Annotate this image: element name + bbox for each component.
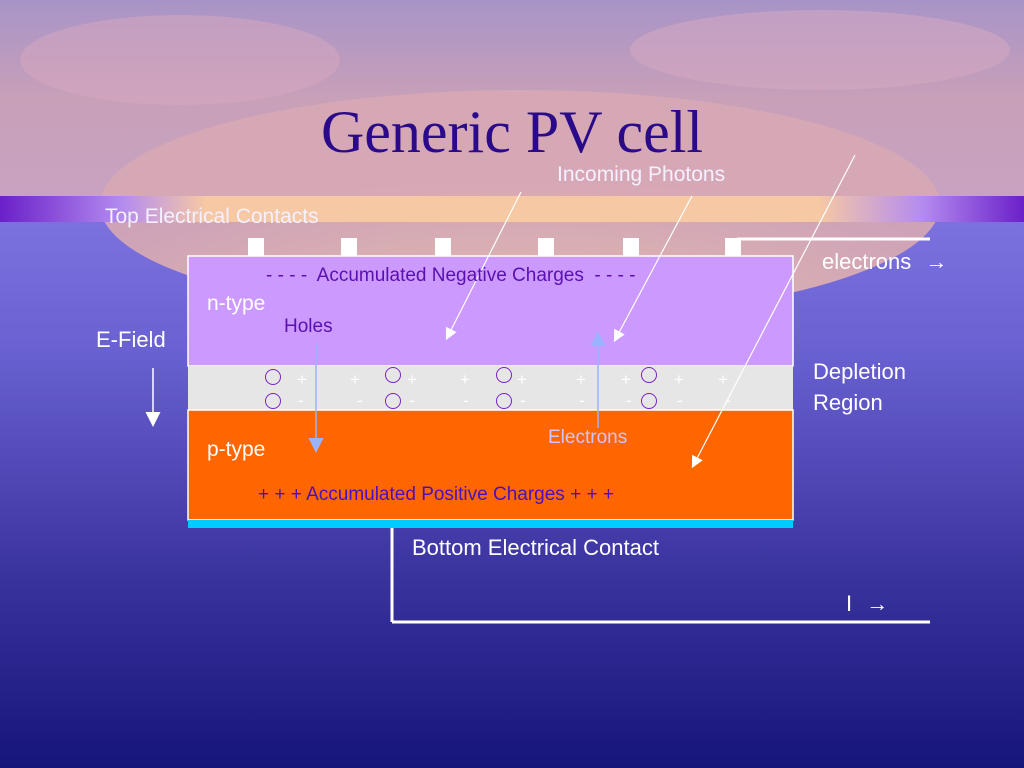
- minus-charge: -: [579, 391, 585, 410]
- minus-charge: -: [463, 391, 469, 410]
- minus-charge: -: [520, 391, 526, 410]
- minus-charge: -: [725, 391, 731, 410]
- bottom-contact-label: Bottom Electrical Contact: [412, 535, 659, 560]
- plus-charge: +: [407, 370, 417, 389]
- current-text: I: [846, 591, 853, 616]
- accumulated-positive-label: + + + Accumulated Positive Charges + + +: [258, 484, 614, 505]
- n-type-label: n-type: [207, 292, 266, 315]
- arrow-right-icon: →: [866, 591, 889, 616]
- hole-circle-icon: [385, 367, 401, 383]
- accumulated-negative-label: - - - - Accumulated Negative Charges - -…: [266, 265, 636, 286]
- plus-charge: +: [460, 370, 470, 389]
- plus-charge: +: [350, 370, 360, 389]
- hole-circle-icon: [496, 393, 512, 409]
- plus-charge: +: [517, 370, 527, 389]
- minus-charge: -: [626, 391, 632, 410]
- efield-label: E-Field: [96, 327, 166, 352]
- incoming-photons-label: Incoming Photons: [557, 163, 726, 186]
- hole-circle-icon: [641, 393, 657, 409]
- plus-charge: +: [297, 370, 307, 389]
- top-contacts-label: Top Electrical Contacts: [105, 205, 319, 228]
- depletion-layer: [188, 366, 793, 410]
- depletion-region-label-line1: Depletion: [813, 359, 906, 384]
- holes-label: Holes: [284, 316, 333, 337]
- arrow-right-icon: →: [925, 249, 948, 274]
- current-label: I →: [846, 591, 888, 617]
- bottom-contact-strip: [188, 520, 793, 528]
- hole-circle-icon: [496, 367, 512, 383]
- electrons-out-label: electrons →: [822, 249, 947, 275]
- plus-charge: +: [718, 370, 728, 389]
- n-type-layer: [187, 255, 794, 367]
- minus-charge: -: [409, 391, 415, 410]
- plus-charge: +: [674, 370, 684, 389]
- hole-circle-icon: [265, 393, 281, 409]
- hole-circle-icon: [641, 367, 657, 383]
- electrons-label: Electrons: [548, 427, 628, 448]
- hole-circle-icon: [265, 369, 281, 385]
- electrons-out-text: electrons: [822, 249, 912, 274]
- plus-charge: +: [576, 370, 586, 389]
- depletion-region-label-line2: Region: [813, 390, 883, 415]
- hole-circle-icon: [385, 393, 401, 409]
- slide-title: Generic PV cell: [320, 99, 704, 165]
- minus-charge: -: [677, 391, 683, 410]
- plus-charge: +: [621, 370, 631, 389]
- minus-charge: -: [298, 391, 304, 410]
- minus-charge: -: [357, 391, 363, 410]
- p-type-label: p-type: [207, 438, 266, 461]
